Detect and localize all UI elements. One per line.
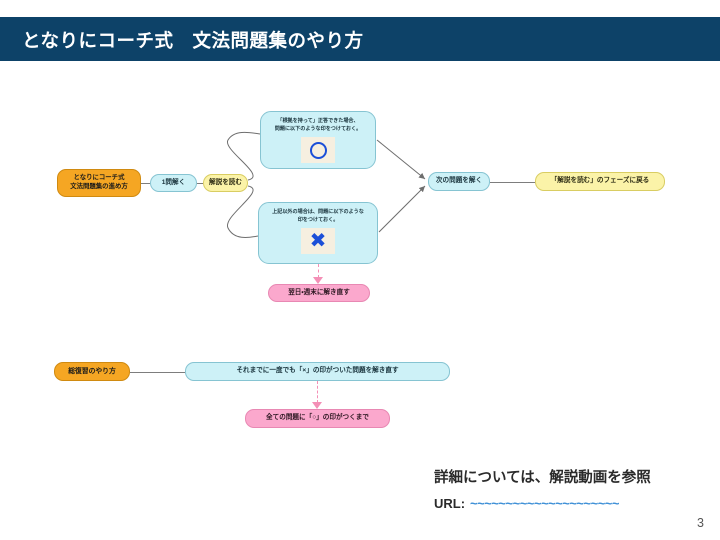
node-branch-correct-text: 「根拠を持って」正答できた場合、 問題に以下のような印をつけておく。: [274, 118, 362, 132]
node-return-to-phase-label: 「解説を読む」のフェーズに戻る: [550, 177, 650, 185]
circle-mark-icon: [309, 141, 327, 159]
connector-next-to-return: [490, 181, 535, 183]
page-title: となりにコーチ式 文法問題集のやり方: [22, 30, 364, 51]
footer-url-value[interactable]: ~~~~~~~~~~~~~~~~~~~~~: [470, 496, 619, 511]
node-redo-next-day[interactable]: 翌日・週末に解き直す: [268, 284, 370, 302]
cross-mark-swatch: ✖: [301, 228, 335, 255]
node-review-action-label: それまでに一度でも「×」の印がついた問題を解き直す: [236, 367, 399, 375]
node-redo-next-day-label: 翌日・週末に解き直す: [288, 288, 350, 296]
connector-review-to-action: [130, 371, 185, 373]
cross-mark-icon: ✖: [309, 230, 327, 253]
node-review-goal-label: 全ての問題に「○」の印がつくまで: [266, 414, 369, 422]
node-start-title[interactable]: となりにコーチ式 文法問題集の進め方: [57, 169, 141, 197]
node-next-question-label: 次の問題を解く: [435, 177, 483, 185]
arrowhead-other-to-redo: [313, 277, 323, 284]
node-review-title[interactable]: 総復習のやり方: [54, 362, 130, 381]
circle-mark-swatch: [301, 137, 335, 164]
node-solve-one-question[interactable]: 1問解く: [150, 174, 197, 192]
connector-other-to-redo: [318, 264, 319, 278]
node-next-question[interactable]: 次の問題を解く: [428, 172, 490, 191]
node-review-action[interactable]: それまでに一度でも「×」の印がついた問題を解き直す: [185, 362, 450, 381]
node-branch-other[interactable]: 上記以外の場合は、問題に以下のような 印をつけておく。 ✖: [258, 202, 378, 264]
node-solve-one-label: 1問解く: [161, 178, 186, 186]
node-read-explanation[interactable]: 解説を読む: [203, 174, 248, 192]
footer-url-row: URL: ~~~~~~~~~~~~~~~~~~~~~: [434, 496, 619, 511]
node-review-title-label: 総復習のやり方: [68, 367, 116, 375]
arrowhead-action-to-goal: [312, 402, 322, 409]
connector-start-to-solve: [141, 182, 150, 184]
node-branch-other-text: 上記以外の場合は、問題に以下のような 印をつけておく。: [272, 209, 364, 223]
footer-headline: 詳細については、解説動画を参照: [434, 470, 651, 486]
page-number: 3: [697, 516, 704, 530]
node-start-line2: 文法問題集の進め方: [70, 183, 128, 190]
footer-url-label: URL:: [434, 496, 466, 511]
node-return-to-phase[interactable]: 「解説を読む」のフェーズに戻る: [535, 172, 665, 191]
connector-action-to-goal: [317, 381, 318, 403]
node-read-explanation-label: 解説を読む: [209, 178, 242, 186]
slide-header-band: [0, 17, 720, 61]
node-branch-correct[interactable]: 「根拠を持って」正答できた場合、 問題に以下のような印をつけておく。: [260, 111, 376, 169]
connector-solve-to-read: [197, 182, 203, 184]
node-review-goal[interactable]: 全ての問題に「○」の印がつくまで: [245, 409, 390, 428]
node-start-line1: となりにコーチ式: [73, 174, 125, 182]
